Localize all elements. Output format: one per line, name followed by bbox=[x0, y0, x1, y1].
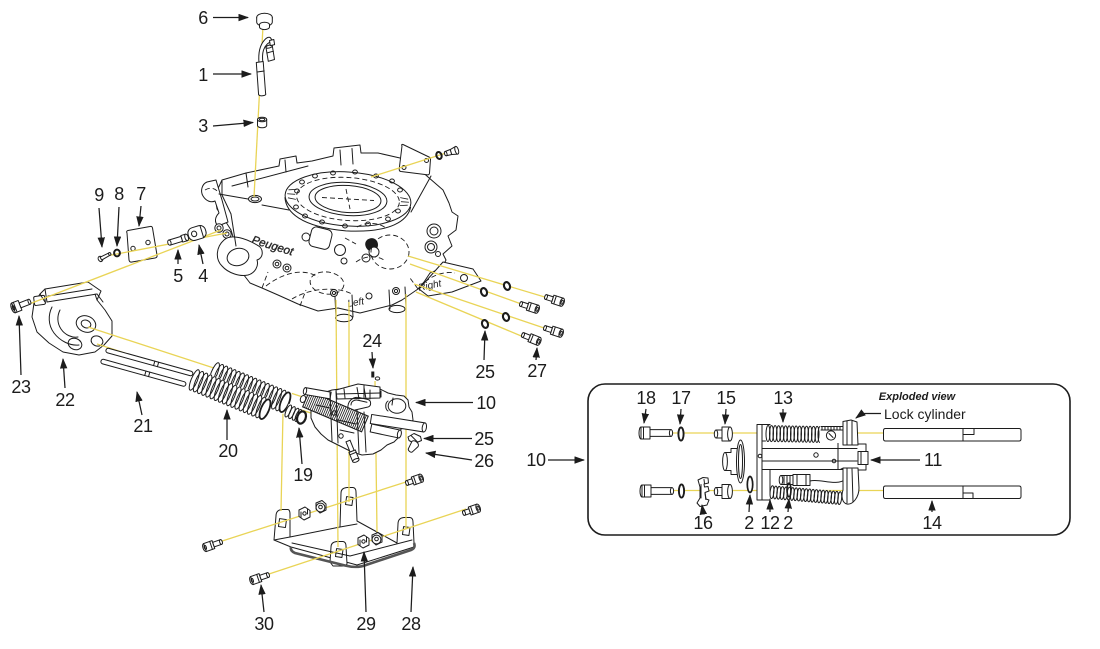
svg-text:Left: Left bbox=[347, 296, 367, 310]
svg-text:14: 14 bbox=[922, 513, 942, 533]
svg-text:9: 9 bbox=[94, 185, 104, 205]
svg-text:25: 25 bbox=[474, 429, 494, 449]
svg-text:21: 21 bbox=[133, 416, 153, 436]
svg-text:12: 12 bbox=[760, 513, 780, 533]
svg-text:20: 20 bbox=[218, 441, 238, 461]
svg-text:28: 28 bbox=[401, 614, 421, 634]
svg-text:24: 24 bbox=[362, 331, 382, 351]
svg-text:Lock cylinder: Lock cylinder bbox=[884, 406, 966, 422]
svg-text:6: 6 bbox=[198, 8, 208, 28]
svg-text:4: 4 bbox=[198, 266, 208, 286]
svg-text:16: 16 bbox=[693, 513, 713, 533]
svg-text:Right: Right bbox=[417, 278, 443, 294]
svg-text:30: 30 bbox=[254, 614, 274, 634]
svg-text:3: 3 bbox=[198, 116, 208, 136]
svg-text:1: 1 bbox=[198, 65, 208, 85]
svg-text:26: 26 bbox=[474, 451, 494, 471]
svg-text:17: 17 bbox=[671, 388, 691, 408]
svg-text:2: 2 bbox=[783, 513, 793, 533]
svg-text:27: 27 bbox=[527, 361, 547, 381]
svg-text:2: 2 bbox=[744, 513, 754, 533]
svg-text:13: 13 bbox=[773, 388, 793, 408]
svg-text:10: 10 bbox=[526, 450, 546, 470]
svg-text:25: 25 bbox=[475, 362, 495, 382]
svg-text:8: 8 bbox=[114, 184, 124, 204]
svg-text:18: 18 bbox=[636, 388, 656, 408]
svg-text:29: 29 bbox=[356, 614, 376, 634]
svg-text:19: 19 bbox=[293, 465, 313, 485]
svg-text:Exploded view: Exploded view bbox=[879, 391, 957, 403]
svg-text:7: 7 bbox=[136, 184, 146, 204]
svg-text:22: 22 bbox=[55, 390, 75, 410]
svg-text:23: 23 bbox=[11, 377, 31, 397]
svg-text:5: 5 bbox=[173, 266, 183, 286]
svg-text:15: 15 bbox=[716, 388, 736, 408]
svg-text:10: 10 bbox=[476, 393, 496, 413]
svg-text:11: 11 bbox=[924, 450, 942, 470]
